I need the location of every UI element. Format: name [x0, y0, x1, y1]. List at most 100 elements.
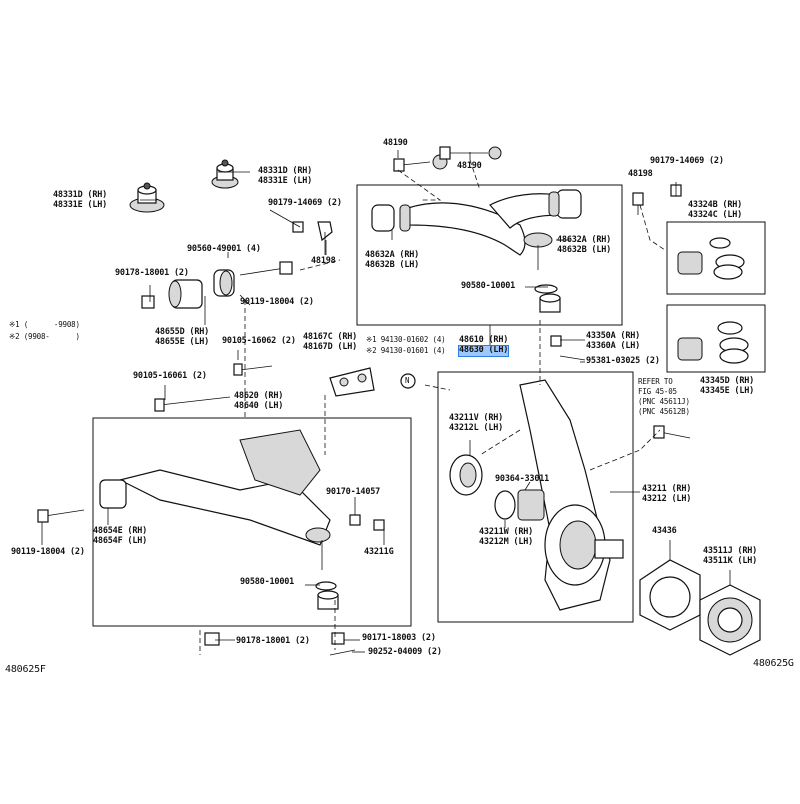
callout-48654E[interactable]: 48654E (RH) [93, 526, 148, 536]
callout-90580-a[interactable]: 90580-10001 [461, 281, 516, 291]
callout-48198-b[interactable]: 48198 [628, 169, 653, 179]
callout-43212M[interactable]: 43212M (LH) [479, 537, 534, 547]
callout-48331D-2[interactable]: 48331D (RH) [53, 190, 108, 200]
nut-90171-part[interactable] [331, 632, 345, 645]
callout-90105-a[interactable]: 90105-16062 (2) [222, 336, 296, 346]
callout-90119-a[interactable]: 90119-18004 (2) [240, 297, 314, 307]
bolt-90105-part[interactable] [154, 363, 273, 412]
callout-94130-b[interactable]: ※2 94130-01601 (4) [366, 346, 446, 355]
callout-48331E[interactable]: 48331E (LH) [258, 176, 313, 186]
refer-line-3[interactable]: (PNC 45611J) [638, 397, 690, 406]
gasket-43436-part[interactable] [639, 559, 701, 631]
lower-arm-part[interactable] [99, 429, 331, 570]
bolt-48198-part[interactable] [317, 221, 333, 255]
bumper-stopper-part[interactable] [129, 182, 165, 213]
callout-43345D[interactable]: 43345D (RH) [700, 376, 755, 386]
callout-43511J[interactable]: 43511J (RH) [703, 546, 758, 556]
refer-line-2[interactable]: FIG 45-05 [638, 387, 677, 396]
callout-90119-b[interactable]: 90119-18004 (2) [11, 547, 85, 557]
nut-90178-part[interactable] [141, 295, 155, 309]
callout-48632B[interactable]: 48632B (LH) [365, 260, 420, 270]
callout-48632B-2[interactable]: 48632B (LH) [557, 245, 612, 255]
callout-43345E[interactable]: 43345E (LH) [700, 386, 755, 396]
callout-95381[interactable]: 95381-03025 (2) [586, 356, 660, 366]
callout-43511K[interactable]: 43511K (LH) [703, 556, 758, 566]
bearing-90364-part[interactable] [494, 489, 545, 521]
callout-43211[interactable]: 43211 (RH) [642, 484, 692, 494]
bolt-90119-lower-part[interactable] [37, 509, 85, 523]
boot-kit-2-part[interactable] [677, 321, 749, 364]
callout-43211V[interactable]: 43211V (RH) [449, 413, 504, 423]
callout-48620[interactable]: 48620 (RH) [234, 391, 284, 401]
callout-90252[interactable]: 90252-04009 (2) [368, 647, 442, 657]
callout-48610[interactable]: 48610 (RH) [459, 335, 509, 345]
callout-90178-b[interactable]: 90178-18001 (2) [236, 636, 310, 646]
n-marker-circle [400, 373, 416, 389]
callout-48655E[interactable]: 48655E (LH) [155, 337, 210, 347]
refer-line-1: REFER TO [638, 377, 673, 386]
callout-48190-a[interactable]: 48190 [383, 138, 408, 148]
bumper-stopper-part-2[interactable] [211, 159, 239, 189]
callout-90560[interactable]: 90560-49001 (4) [187, 244, 261, 254]
hub-43511-part[interactable] [699, 584, 761, 656]
callout-48190-b[interactable]: 48190 [457, 161, 482, 171]
callout-48632A-2[interactable]: 48632A (RH) [557, 235, 612, 245]
nut-part[interactable] [292, 221, 304, 233]
callout-90105-b[interactable]: 90105-16061 (2) [133, 371, 207, 381]
figure-code-right: 480625G [753, 658, 794, 669]
callout-43324C[interactable]: 43324C (LH) [688, 210, 743, 220]
callout-43211G[interactable]: 43211G [364, 547, 394, 557]
nut-90170-part[interactable] [349, 514, 361, 526]
knuckle-part[interactable] [519, 379, 624, 611]
callout-48630-highlighted[interactable]: 48630 (LH) [457, 345, 510, 357]
callout-43212[interactable]: 43212 (LH) [642, 494, 692, 504]
cam-bolt-part[interactable] [393, 146, 502, 172]
lower-arm-frame [92, 417, 412, 627]
callout-43324B[interactable]: 43324B (RH) [688, 200, 743, 210]
callout-48167D[interactable]: 48167D (LH) [303, 342, 358, 352]
refer-line-4[interactable]: (PNC 45612B) [638, 407, 690, 416]
callout-43211W[interactable]: 43211W (RH) [479, 527, 534, 537]
lower-boot-part[interactable] [315, 581, 339, 610]
boot-kit-frame-1 [666, 221, 766, 295]
callout-43212L[interactable]: 43212L (LH) [449, 423, 504, 433]
nut-48198-right-part[interactable] [632, 192, 644, 206]
callout-48640[interactable]: 48640 (LH) [234, 401, 284, 411]
callout-90179-b[interactable]: 90179-14069 (2) [650, 156, 724, 166]
bolt-43211G-part[interactable] [373, 519, 385, 531]
callout-48655D[interactable]: 48655D (RH) [155, 327, 210, 337]
callout-94130-a[interactable]: ※1 94130-01602 (4) [366, 335, 446, 344]
callout-48331E-2[interactable]: 48331E (LH) [53, 200, 108, 210]
callout-90179-a[interactable]: 90179-14069 (2) [268, 198, 342, 208]
boot-kit-frame-2 [666, 304, 766, 373]
callout-48198-a[interactable]: 48198 [311, 256, 336, 266]
callout-43436[interactable]: 43436 [652, 526, 677, 536]
note-1: ※1 ( -9908) [9, 320, 80, 329]
bolt-refer-part[interactable] [653, 425, 691, 439]
callout-43350A[interactable]: 43350A (RH) [586, 331, 641, 341]
nut-43350-part[interactable] [550, 335, 562, 347]
callout-90178-a[interactable]: 90178-18001 (2) [115, 268, 189, 278]
upper-arm-part[interactable] [371, 189, 582, 270]
knuckle-frame [437, 371, 634, 623]
callout-43360A[interactable]: 43360A (LH) [586, 341, 641, 351]
callout-48654F[interactable]: 48654F (LH) [93, 536, 148, 546]
callout-48167C[interactable]: 48167C (RH) [303, 332, 358, 342]
callout-90580-b[interactable]: 90580-10001 [240, 577, 295, 587]
cotter-95381-part[interactable] [559, 355, 586, 361]
bushing-48655-part[interactable] [168, 269, 235, 309]
callout-90364[interactable]: 90364-33011 [495, 474, 550, 484]
callout-90171[interactable]: 90171-18003 (2) [362, 633, 436, 643]
leader-lines [41, 150, 731, 653]
upper-boot-part[interactable] [534, 284, 561, 313]
nut-90178-lower-part[interactable] [204, 632, 220, 646]
callout-90170[interactable]: 90170-14057 [326, 487, 381, 497]
cotter-pin-part[interactable] [329, 649, 356, 656]
bracket-48167-part[interactable] [329, 367, 375, 397]
callout-48632A[interactable]: 48632A (RH) [365, 250, 420, 260]
boot-kit-1-part[interactable] [677, 237, 745, 280]
oil-seal-part[interactable] [449, 454, 483, 496]
bolt-90119-part[interactable] [239, 261, 293, 276]
callout-48331D[interactable]: 48331D (RH) [258, 166, 313, 176]
